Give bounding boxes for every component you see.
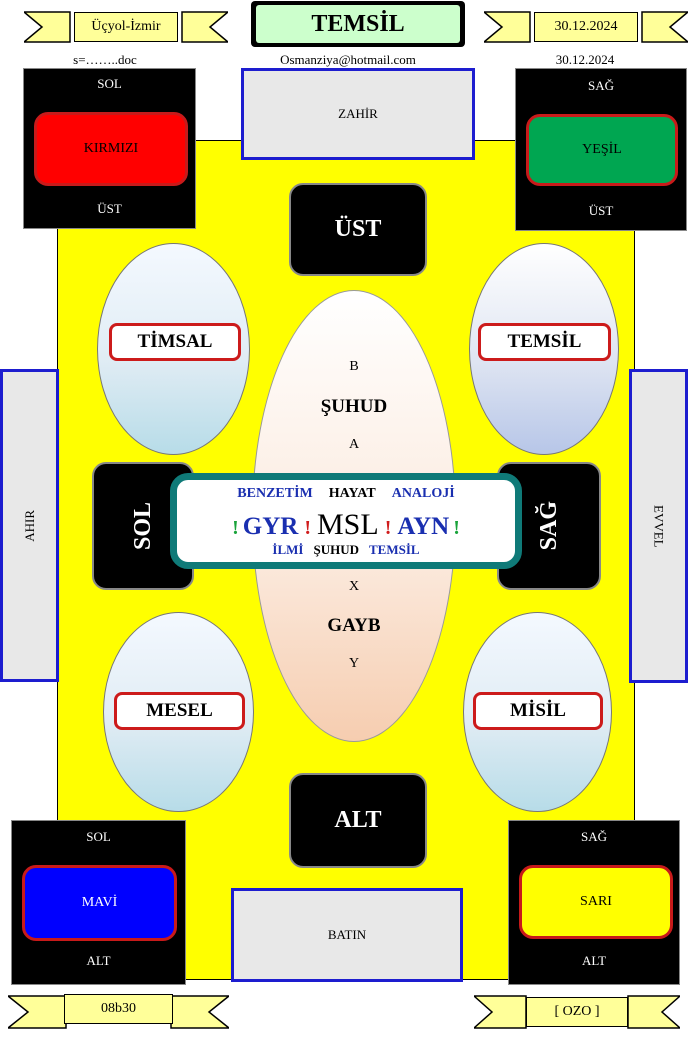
ribbon-shape [484, 11, 688, 43]
word-hayat: HAYAT [328, 486, 376, 501]
direction-sag-label: SAĞ [535, 501, 562, 551]
corner-top-label: SAĞ [580, 829, 607, 844]
panel-ahir-label: AHIR [21, 509, 37, 542]
file-name: s=……..doc [73, 52, 137, 67]
label-a: A [348, 437, 360, 452]
email-address[interactable]: Osmanziya@hotmail.com [280, 52, 416, 67]
ribbon-ozo: [ OZO ] [474, 992, 680, 1032]
ribbon-date: 30.12.2024 [484, 8, 688, 46]
page-title: TEMSİL [251, 1, 465, 47]
ribbon-shape [474, 995, 680, 1029]
location-label: Üçyol-İzmir [74, 12, 178, 42]
color-red-label: KIRMIZI [83, 141, 139, 156]
corner-bottom-label: ALT [86, 953, 111, 968]
panel-evvel-label: EVVEL [651, 504, 667, 548]
tag-mesel: MESEL [114, 692, 245, 730]
corner-top-right: SAĞ YEŞİL ÜST [515, 68, 687, 231]
msl-row-middle: ! GYR ! MSL ! AYN ! [177, 508, 515, 542]
exclamation-icon: ! [453, 517, 460, 539]
date-label: 30.12.2024 [534, 12, 638, 42]
corner-top-label: SOL [97, 76, 122, 91]
label-x: X [348, 579, 360, 594]
exclamation-icon: ! [232, 517, 239, 539]
word-gyr: GYR [242, 513, 299, 540]
word-msl: MSL [317, 508, 379, 541]
ribbon-code: 08b30 [8, 992, 229, 1032]
word-analoji: ANALOJİ [391, 486, 455, 501]
exclamation-icon: ! [304, 517, 311, 539]
corner-bottom-label: ALT [581, 953, 607, 968]
msl-box: BENZETİM HAYAT ANALOJİ ! GYR ! MSL ! AYN… [170, 473, 522, 569]
corner-bottom-label: ÜST [588, 203, 614, 218]
word-temsil: TEMSİL [369, 542, 420, 557]
page-title-inner: TEMSİL [256, 5, 460, 43]
color-yellow-label: SARI [580, 894, 612, 909]
ribbon-location: Üçyol-İzmir [24, 8, 228, 46]
label-gayb: GAYB [327, 615, 381, 636]
corner-top-label: SAĞ [587, 78, 614, 93]
panel-zahir: ZAHİR [241, 68, 475, 160]
corner-top-label: SOL [86, 829, 111, 844]
ribbon-shape [8, 995, 229, 1029]
label-suhud: ŞUHUD [320, 396, 388, 417]
tag-misil: MİSİL [473, 692, 603, 730]
corner-top-left: SOL KIRMIZI ÜST [23, 68, 196, 229]
word-suhud: ŞUHUD [313, 542, 359, 557]
color-blue-label: MAVİ [81, 895, 118, 910]
corner-bottom-right: SAĞ SARI ALT [508, 820, 680, 985]
color-green-label: YEŞİL [582, 142, 622, 157]
panel-evvel: EVVEL [629, 369, 688, 683]
ozo-label: [ OZO ] [526, 997, 628, 1027]
word-ayn: AYN [397, 513, 450, 540]
ribbon-shape [24, 11, 228, 43]
tag-timsal: TİMSAL [109, 323, 241, 361]
direction-ust: ÜST [289, 183, 427, 276]
color-blue-swatch: MAVİ [22, 865, 177, 941]
color-red-swatch: KIRMIZI [34, 112, 188, 186]
corner-bottom-left: SOL MAVİ ALT [11, 820, 186, 985]
color-yellow-swatch: SARI [519, 865, 673, 939]
tag-temsil: TEMSİL [478, 323, 611, 361]
color-green-swatch: YEŞİL [526, 114, 678, 186]
exclamation-icon: ! [384, 517, 392, 539]
msl-row-top: BENZETİM HAYAT ANALOJİ [177, 486, 515, 502]
corner-bottom-label: ÜST [97, 201, 122, 216]
direction-sol-label: SOL [129, 501, 156, 551]
date-text: 30.12.2024 [555, 52, 615, 67]
direction-alt: ALT [289, 773, 427, 868]
label-y: Y [348, 656, 360, 671]
panel-ahir: AHIR [0, 369, 59, 682]
msl-row-bottom: İLMİ ŞUHUD TEMSİL [177, 542, 515, 558]
code-label: 08b30 [64, 994, 173, 1024]
word-ilmi: İLMİ [272, 542, 304, 557]
label-b: B [349, 359, 359, 374]
word-benzetim: BENZETİM [237, 486, 313, 501]
panel-batin: BATIN [231, 888, 463, 982]
